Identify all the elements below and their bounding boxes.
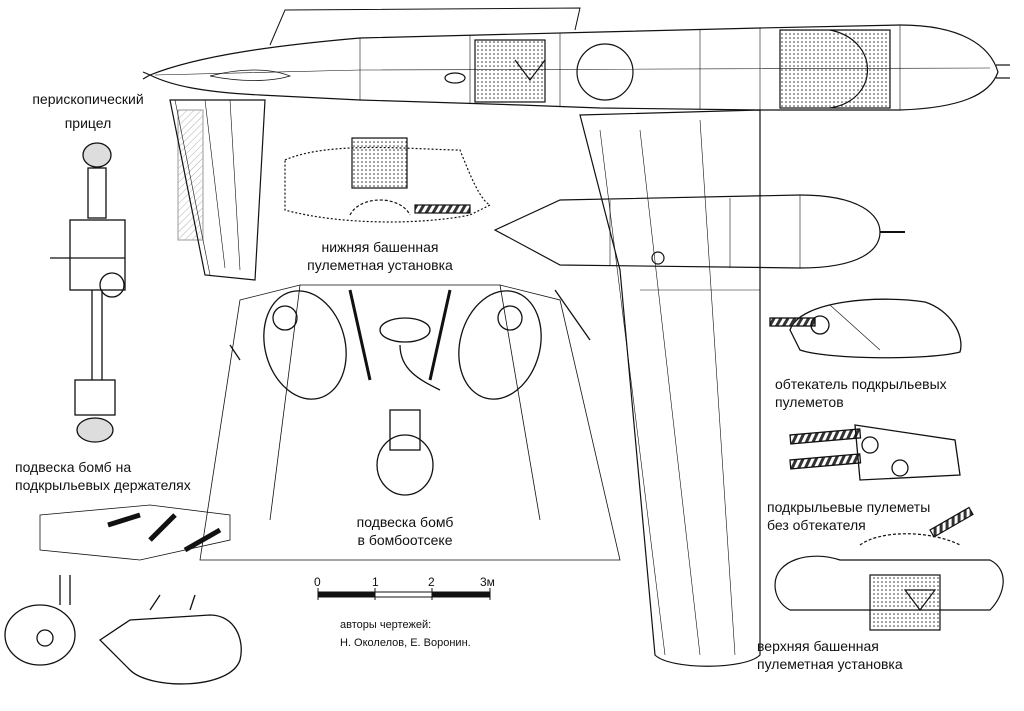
label-line: обтекатель подкрыльевых	[775, 376, 947, 392]
label-line: подкрыльевых держателях	[15, 477, 191, 493]
credits: авторы чертежей: Н. Околелов, Е. Воронин…	[340, 618, 471, 650]
wing-left-planview	[169, 99, 266, 281]
scale-tick-label: 0	[314, 575, 321, 589]
periscope-sight-drawing	[50, 142, 126, 443]
label-wing-bombs: подвеска бомб на подкрыльевых держателях	[15, 458, 191, 494]
wing-right-planview	[493, 109, 905, 667]
scale-tick-label: 3м	[480, 575, 495, 589]
credits-names: Н. Околелов, Е. Воронин.	[340, 637, 471, 649]
fuselage-side-view	[142, 7, 1010, 111]
bomb-bay-drawing	[199, 284, 621, 561]
label-line: без обтекателя	[767, 517, 866, 533]
label-periscope-sight: перископический прицел	[28, 90, 148, 132]
label-line: подвеска бомб на	[15, 459, 132, 475]
label-line: перископический	[32, 91, 144, 107]
lower-turret-drawing	[284, 137, 492, 223]
label-line: пулеметная установка	[307, 257, 453, 273]
scale-bar	[317, 588, 491, 600]
wing-bombs-drawing	[4, 504, 242, 685]
label-line: в бомбоотсеке	[357, 532, 453, 548]
label-upper-turret: верхняя башенная пулеметная установка	[757, 637, 903, 673]
label-line: подкрыльевые пулеметы	[767, 499, 931, 515]
scale-tick-label: 1	[372, 575, 379, 589]
gun-fairing-drawing	[769, 298, 962, 359]
label-lower-turret: нижняя башенная пулеметная установка	[285, 238, 475, 274]
label-gun-fairing: обтекатель подкрыльевых пулеметов	[775, 375, 947, 411]
label-line: нижняя башенная	[321, 239, 439, 255]
label-line: подвеска бомб	[356, 514, 454, 530]
label-line: пулеметная установка	[757, 656, 903, 672]
label-guns-no-fairing: подкрыльевые пулеметы без обтекателя	[767, 498, 930, 534]
label-bay-bombs: подвеска бомб в бомбоотсеке	[330, 513, 480, 549]
credits-title: авторы чертежей:	[340, 619, 432, 631]
label-line: прицел	[64, 115, 112, 131]
underwing-guns-drawing	[789, 424, 961, 481]
scale-tick-label: 2	[428, 575, 435, 589]
label-line: пулеметов	[775, 394, 844, 410]
label-line: верхняя башенная	[757, 638, 879, 654]
upper-turret-drawing	[774, 506, 1004, 631]
